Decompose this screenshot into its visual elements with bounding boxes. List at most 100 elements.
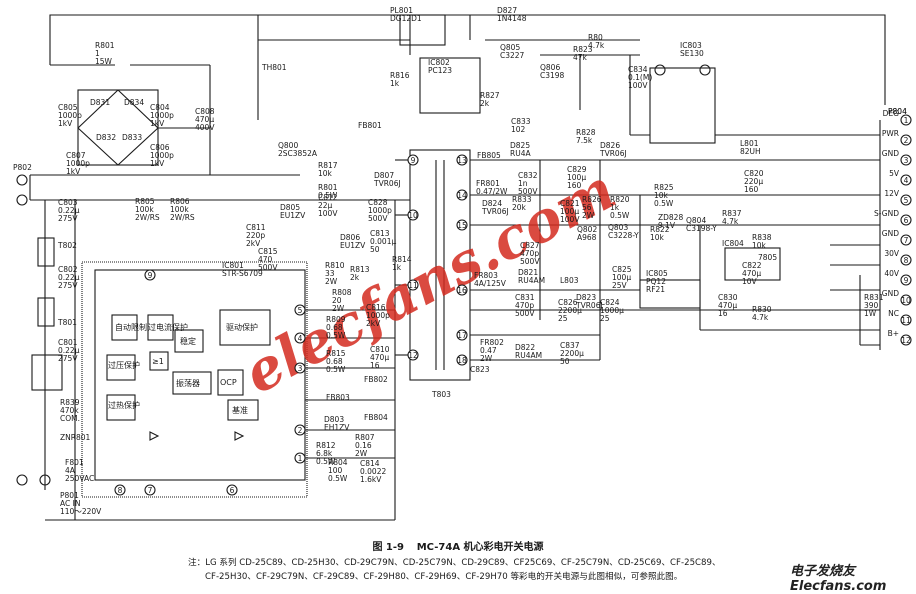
connector-pin-label: GND bbox=[882, 149, 899, 158]
note-line-2: CF-25H30、CF-29C79N、CF-29C89、CF-29H80、CF-… bbox=[205, 572, 683, 582]
label-fb801: FB801 bbox=[358, 121, 382, 130]
connector-pin-label: 30V bbox=[884, 249, 900, 258]
transformer-pin-number: 14 bbox=[457, 191, 467, 200]
ic-block-overheat: 过热保护 bbox=[108, 400, 140, 410]
connector-pin-number: 10 bbox=[901, 296, 911, 305]
ic801-pin-number: 1 bbox=[298, 454, 303, 463]
connector-pin-number: 4 bbox=[904, 176, 909, 185]
ic801-pin-8 bbox=[114, 484, 126, 496]
ic-block-or-gate: ≥1 bbox=[152, 357, 164, 366]
label-d834: D834 bbox=[124, 98, 144, 107]
transformer-pin-15 bbox=[456, 219, 468, 231]
transformer-pin-16 bbox=[456, 284, 468, 296]
transformer-pin-number: 11 bbox=[408, 281, 418, 290]
transformer-pin-18 bbox=[456, 354, 468, 366]
connector-pin-label: DEG bbox=[883, 109, 900, 118]
connector-pin-number: 12 bbox=[901, 336, 911, 345]
label-t801: T801 bbox=[57, 318, 77, 327]
transformer-pin-9 bbox=[407, 154, 419, 166]
transformer-pin-13 bbox=[456, 154, 468, 166]
connector-pin-label: 12V bbox=[884, 189, 900, 198]
transformer-pin-number: 18 bbox=[457, 356, 467, 365]
ic801-pin-number: 6 bbox=[230, 486, 235, 495]
ic801-internal-blocks: 自动限制 过电流保护 稳定 驱动保护 ≥1 过压保护 过热保护 振荡器 OCP … bbox=[108, 322, 258, 415]
connector-pin-number: 9 bbox=[904, 276, 909, 285]
ic801-pin-2 bbox=[294, 424, 306, 436]
label-d832: D832 bbox=[96, 133, 116, 142]
ic801-pin-number: 2 bbox=[298, 426, 303, 435]
label-th801: TH801 bbox=[261, 63, 287, 72]
wiring bbox=[16, 14, 886, 521]
connector-pin-4 bbox=[900, 174, 912, 186]
connector-pin-2 bbox=[900, 134, 912, 146]
connector-pin-number: 8 bbox=[904, 256, 909, 265]
ic801-pin-6 bbox=[226, 484, 238, 496]
label-p804: P804 bbox=[888, 107, 907, 116]
connector-pin-number: 7 bbox=[904, 236, 909, 245]
label-t803: T803 bbox=[431, 390, 451, 399]
label-znr801: ZNR801 bbox=[60, 433, 91, 442]
ic801-pin-7 bbox=[144, 484, 156, 496]
connector-pin-label: 40V bbox=[884, 269, 900, 278]
transformer-pin-10 bbox=[407, 209, 419, 221]
connector-pin-label: NC bbox=[888, 309, 899, 318]
connector-pin-1 bbox=[900, 114, 912, 126]
connector-header: P804 bbox=[888, 107, 907, 116]
ic-block-overcurrent: 过电流保护 bbox=[148, 322, 188, 332]
ic801-pin-number: 3 bbox=[298, 364, 303, 373]
label-d833: D833 bbox=[122, 133, 142, 142]
transformer-pin-12 bbox=[407, 349, 419, 361]
label-fb805: FB805 bbox=[477, 151, 501, 160]
transformer-pin-number: 13 bbox=[457, 156, 467, 165]
connector-pin-number: 11 bbox=[901, 316, 911, 325]
ic-block-overvoltage: 过压保护 bbox=[108, 360, 140, 370]
figure-title: MC-74A 机心彩电开关电源 bbox=[416, 542, 544, 553]
connector-p804: P804 1DEG2PWR3GND45V512V6S-GND7GND830V94… bbox=[874, 107, 912, 346]
label-fb802: FB802 bbox=[364, 375, 388, 384]
